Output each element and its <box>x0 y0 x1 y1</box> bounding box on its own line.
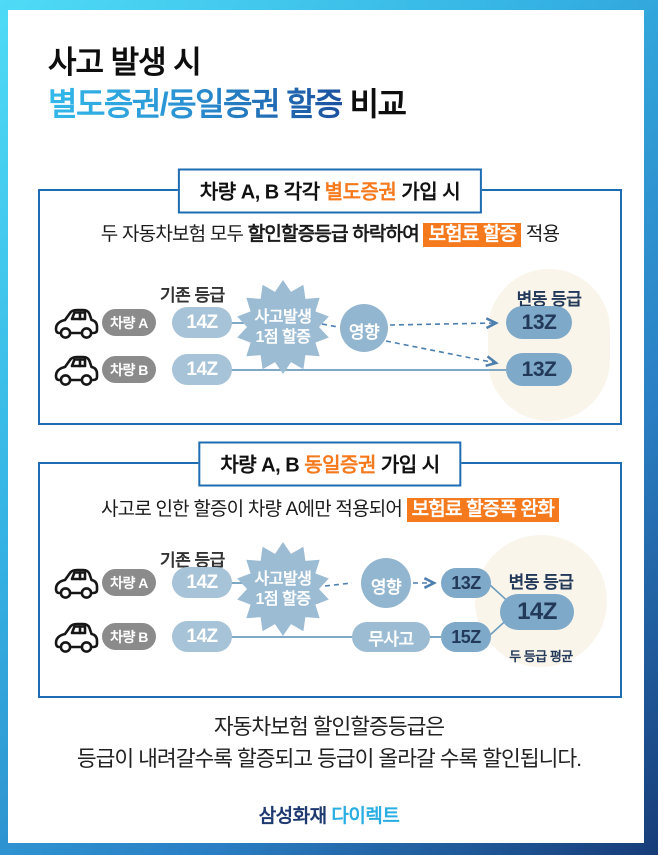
title-gradient-text: 별도증권/동일증권 할증 <box>48 85 344 122</box>
section1-subtitle: 두 자동차보험 모두 할인할증등급 하락하여 보험료 할증 적용 <box>38 219 622 247</box>
vehicle-a-badge: 차량 A <box>102 569 156 596</box>
section1-subtitle-bold: 할인할증등급 하락하여 <box>247 224 424 245</box>
section-same-policy: 차량 A, B 동일증권 가입 시 <box>38 441 622 698</box>
section1-header: 차량 A, B 각각 별도증권 가입 시 <box>177 168 483 214</box>
vehicle-b-badge: 차량 B <box>102 356 156 383</box>
grade-after-a: 13Z <box>506 306 572 339</box>
section2-header: 차량 A, B 동일증권 가입 시 <box>198 441 462 487</box>
section2-label-before: 기존 등급 <box>160 551 225 570</box>
car-icon <box>54 568 99 599</box>
grade-before-a: 14Z <box>172 567 232 598</box>
accident-burst-label: 사고발생 1점 할증 <box>233 308 333 348</box>
impact-label: 영향 <box>370 578 402 597</box>
burst-line1: 사고발생 <box>254 571 312 588</box>
car-icon <box>54 355 99 386</box>
section1-subtitle-post: 적용 <box>521 224 560 245</box>
burst-line2: 1점 할증 <box>255 591 311 608</box>
section2-subtitle: 사고로 인한 할증이 차량 A에만 적용되어 보험료 할증폭 완화 <box>38 494 622 522</box>
section1-label-after: 변동 등급 <box>516 290 582 309</box>
section2-label-after: 변동 등급 <box>508 573 574 592</box>
section2-header-accent: 동일증권 <box>304 454 376 477</box>
car-icon <box>54 308 99 339</box>
vehicle-b-badge: 차량 B <box>102 623 156 650</box>
section1-subtitle-pre: 두 자동차보험 모두 <box>100 224 248 245</box>
section1-header-accent: 별도증권 <box>324 181 397 204</box>
section-separate-policy: 차량 A, B 각각 별도증권 가입 시 <box>38 168 622 425</box>
grade-before-b: 14Z <box>172 354 232 385</box>
section1-header-post: 가입 시 <box>396 181 461 204</box>
grade-before-b: 14Z <box>172 621 232 652</box>
accident-burst-label: 사고발생 1점 할증 <box>233 570 333 610</box>
grade-mid-b: 15Z <box>441 622 491 652</box>
section1-header-pre: 차량 A, B 각각 <box>199 181 325 204</box>
section2-header-post: 가입 시 <box>375 454 440 477</box>
brand-logo-sub: 다이렉트 <box>331 806 400 827</box>
footer-line2: 등급이 내려갈수록 할증되고 등급이 올라갈 수록 할인됩니다. <box>76 747 582 772</box>
title-line2: 별도증권/동일증권 할증 비교 <box>48 84 407 126</box>
car-icon <box>54 622 99 653</box>
title-line1: 사고 발생 시 <box>48 45 202 80</box>
footer-line1: 자동차보험 할인할증등급은 <box>213 715 445 739</box>
brand-logo: 삼성화재 다이렉트 <box>0 801 658 828</box>
grade-before-a: 14Z <box>172 307 232 338</box>
section1-subtitle-highlight: 보험료 할증 <box>423 223 522 247</box>
section2-subtitle-pre: 사고로 인한 할증이 차량 A에만 적용되어 <box>100 499 407 520</box>
page-title: 사고 발생 시 별도증권/동일증권 할증 비교 <box>48 42 407 126</box>
burst-line2: 1점 할증 <box>255 329 311 346</box>
vehicle-a-badge: 차량 A <box>102 309 156 336</box>
burst-line1: 사고발생 <box>254 309 312 326</box>
section2-header-pre: 차량 A, B <box>220 454 305 477</box>
no-accident-badge: 무사고 <box>352 622 430 652</box>
poster-canvas <box>8 10 644 843</box>
grade-result: 14Z <box>500 594 574 630</box>
section2-subtitle-highlight: 보험료 할증폭 완화 <box>406 498 560 522</box>
impact-label: 영향 <box>348 323 380 342</box>
footer-note: 자동차보험 할인할증등급은 등급이 내려갈수록 할증되고 등급이 올라갈 수록 … <box>0 711 658 776</box>
title-rest-text: 비교 <box>342 85 407 122</box>
grade-mid-a: 13Z <box>441 568 491 598</box>
section1-label-before: 기존 등급 <box>160 286 225 305</box>
brand-logo-name: 삼성화재 <box>258 806 327 827</box>
average-note: 두 등급 평균 <box>509 649 573 664</box>
grade-after-b: 13Z <box>506 353 572 386</box>
